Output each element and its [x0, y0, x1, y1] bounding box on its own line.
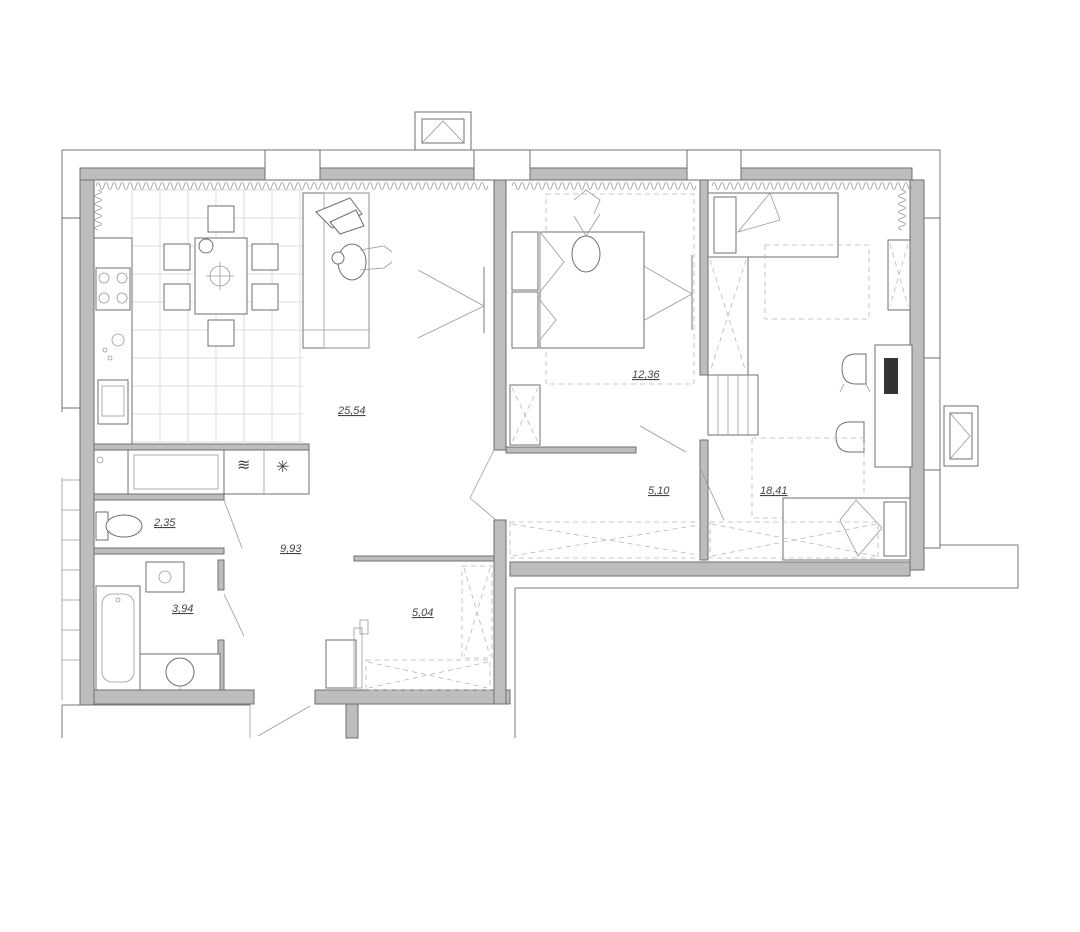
area-label-kids-room: 18,41 [760, 485, 788, 497]
area-label-toilet: 2,35 [153, 517, 176, 529]
window-icon [414, 111, 979, 467]
dining-table-icon [163, 205, 279, 347]
area-label-bathroom: 3,94 [172, 603, 193, 615]
svg-text:✳: ✳ [276, 459, 289, 476]
desk-icon [835, 344, 913, 468]
toilet-icon [95, 456, 243, 549]
kitchen-counter: ≋ ✳ [93, 237, 310, 495]
area-label-wardrobe: 5,04 [412, 607, 433, 619]
svg-text:≋: ≋ [237, 457, 250, 474]
sofa-icon [302, 192, 393, 349]
area-label-corridor-north: 5,10 [648, 485, 670, 497]
facade-outline [61, 149, 1019, 738]
stairs-icon-west [61, 478, 80, 700]
door-icon [417, 255, 693, 339]
bed-icon [509, 189, 695, 446]
bathtub-icon [95, 561, 245, 691]
hall-fixtures [249, 565, 493, 738]
corridor-fixtures [469, 425, 879, 559]
area-label-living-kitchen: 25,54 [337, 405, 366, 417]
kids-room-furniture [707, 192, 911, 376]
stairs-icon [707, 374, 759, 436]
walls [61, 149, 941, 739]
radiator-icon [94, 182, 913, 231]
bed-icon-kids [751, 437, 911, 561]
area-label-bedroom: 12,36 [632, 369, 660, 381]
area-label-hall: 9,93 [280, 543, 302, 555]
